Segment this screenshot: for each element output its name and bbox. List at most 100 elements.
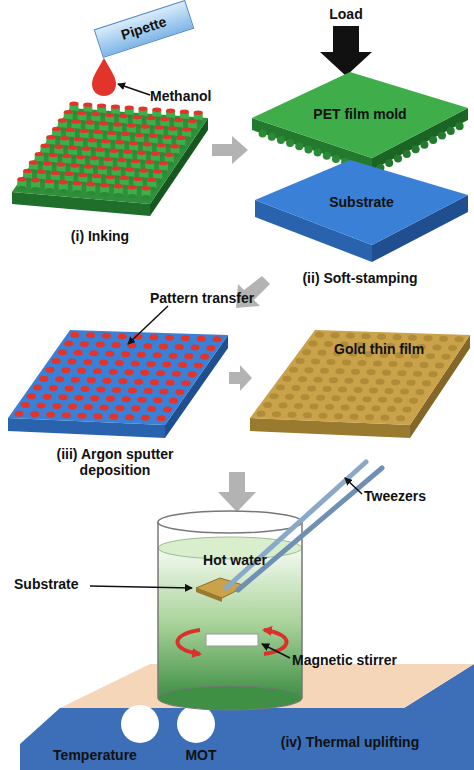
covered-dot bbox=[378, 397, 387, 403]
ink-dot bbox=[184, 353, 193, 359]
ink-dot bbox=[169, 353, 178, 359]
ink-dot bbox=[141, 415, 150, 421]
covered-dot bbox=[389, 361, 398, 367]
covered-dot bbox=[314, 377, 323, 383]
covered-dot bbox=[276, 384, 285, 390]
ink-dot bbox=[166, 380, 175, 386]
ink-dot bbox=[102, 333, 111, 339]
ink-dot bbox=[118, 378, 127, 384]
covered-dot bbox=[316, 395, 325, 401]
ink-dot bbox=[96, 386, 105, 392]
substrate-plate: Substrate bbox=[255, 160, 468, 245]
ink-dot bbox=[150, 379, 159, 385]
ink-dot bbox=[134, 379, 143, 385]
ink-dot bbox=[169, 398, 178, 404]
ink-dot bbox=[144, 388, 153, 394]
covered-dot bbox=[310, 404, 319, 410]
ink-dot bbox=[77, 368, 86, 374]
ink-dot bbox=[43, 394, 52, 400]
mold-bump bbox=[332, 155, 340, 163]
step-caption: (iv) Thermal uplifting bbox=[250, 734, 450, 750]
ink-dot bbox=[33, 384, 42, 390]
mold-bump bbox=[295, 142, 303, 150]
ink-dot bbox=[70, 332, 79, 338]
gold-film-plate: Gold thin film bbox=[250, 330, 470, 425]
ink-dot bbox=[125, 369, 134, 375]
covered-dot bbox=[342, 360, 351, 366]
mold-bump bbox=[438, 132, 446, 140]
ink-dot bbox=[137, 352, 146, 358]
ink-dot bbox=[100, 405, 109, 411]
covered-dot bbox=[407, 380, 416, 386]
ink-dot bbox=[46, 412, 55, 418]
ink-dot bbox=[153, 352, 162, 358]
ink-dot bbox=[81, 386, 90, 392]
covered-dot bbox=[334, 413, 343, 419]
mold-bump bbox=[304, 145, 312, 153]
node-text: Pipette bbox=[119, 14, 168, 43]
node-text: Gold thin film bbox=[334, 342, 424, 357]
covered-dot bbox=[303, 412, 312, 418]
covered-dot bbox=[403, 407, 412, 413]
covered-dot bbox=[332, 395, 341, 401]
ink-dot bbox=[74, 395, 83, 401]
load-label: Load bbox=[316, 6, 376, 22]
ink-dot bbox=[68, 404, 77, 410]
ink-dot bbox=[106, 396, 115, 402]
covered-dot bbox=[404, 362, 413, 368]
covered-dot bbox=[367, 369, 376, 375]
ink-dot bbox=[122, 396, 131, 402]
water-label: Hot water bbox=[195, 552, 275, 568]
pattern-label: Pattern transfer bbox=[150, 290, 280, 306]
knob-label: Temperature bbox=[40, 747, 150, 763]
covered-dot bbox=[398, 370, 407, 376]
ink-dot bbox=[182, 380, 191, 386]
covered-dot bbox=[377, 334, 386, 340]
covered-dot bbox=[426, 353, 435, 359]
mold-bump bbox=[323, 152, 331, 160]
covered-dot bbox=[387, 406, 396, 412]
covered-dot bbox=[305, 367, 314, 373]
stamp-pillar bbox=[73, 181, 82, 194]
covered-dot bbox=[319, 413, 328, 419]
covered-dot bbox=[320, 368, 329, 374]
covered-dot bbox=[408, 335, 417, 341]
covered-dot bbox=[263, 402, 272, 408]
ink-dot bbox=[121, 351, 130, 357]
stamp-pillar bbox=[100, 183, 109, 196]
covered-dot bbox=[257, 411, 266, 417]
ink-dot bbox=[49, 385, 58, 391]
stirrer-label: Magnetic stirrer bbox=[292, 652, 432, 668]
ink-dot bbox=[52, 358, 61, 364]
covered-dot bbox=[345, 378, 354, 384]
ink-dot bbox=[116, 405, 125, 411]
covered-dot bbox=[296, 358, 305, 364]
covered-dot bbox=[372, 406, 381, 412]
ink-dot bbox=[115, 360, 124, 366]
ink-dot bbox=[94, 413, 103, 419]
covered-dot bbox=[294, 403, 303, 409]
covered-dot bbox=[360, 378, 369, 384]
ink-dot bbox=[62, 412, 71, 418]
ink-dot bbox=[125, 414, 134, 420]
covered-dot bbox=[318, 350, 327, 356]
ink-dot bbox=[200, 354, 209, 360]
covered-dot bbox=[309, 340, 318, 346]
covered-dot bbox=[346, 333, 355, 339]
covered-dot bbox=[350, 414, 359, 420]
covered-dot bbox=[323, 386, 332, 392]
covered-dot bbox=[356, 405, 365, 411]
ink-dot bbox=[59, 394, 68, 400]
mold-bump bbox=[403, 150, 411, 158]
mold-bump bbox=[385, 159, 393, 167]
ink-dot bbox=[163, 407, 172, 413]
ink-dot bbox=[80, 341, 89, 347]
ink-dot bbox=[71, 377, 80, 383]
covered-dot bbox=[422, 380, 431, 386]
mold-bump bbox=[447, 127, 455, 135]
step-caption: (i) Inking bbox=[40, 228, 160, 244]
ink-dot bbox=[194, 363, 203, 369]
covered-dot bbox=[298, 376, 307, 382]
pipette-box: Pipette bbox=[94, 0, 195, 58]
